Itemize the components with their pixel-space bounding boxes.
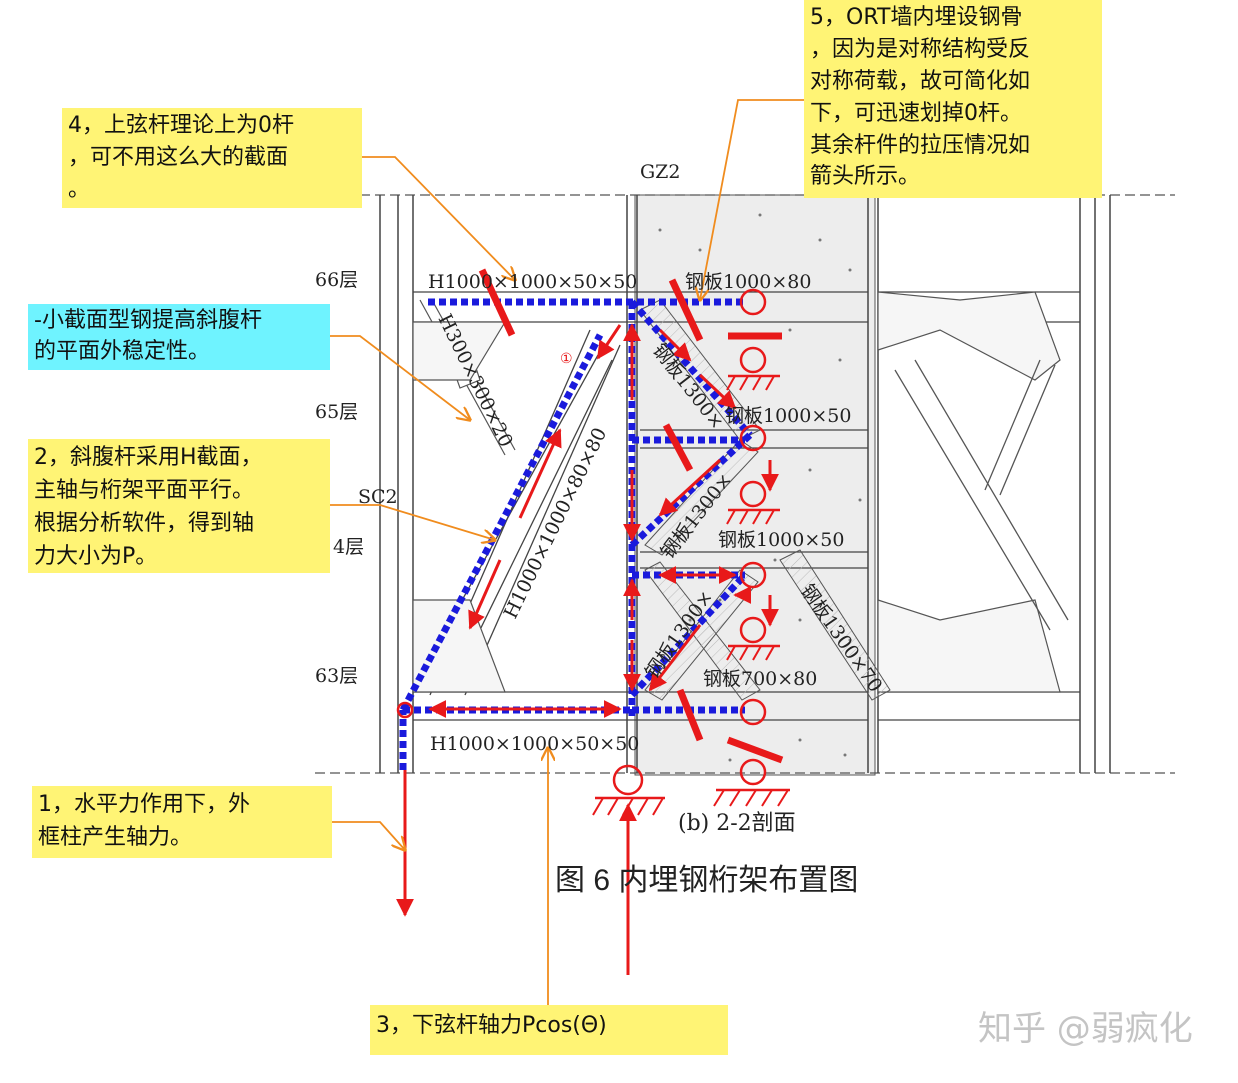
- floor-lines: [315, 194, 1175, 774]
- note-2-diagonal-section: 2，斜腹杆采用H截面， 主轴与桁架平面平行。 根据分析软件，得到轴 力大小为P。: [28, 439, 330, 573]
- section-caption: (b) 2-2剖面: [678, 811, 796, 836]
- plate-label-top: 钢板1000×80: [685, 271, 811, 293]
- zero-member-marks: [478, 268, 784, 764]
- watermark: 知乎 @弱疯化: [978, 1009, 1193, 1049]
- floor-label-66: 66层: [315, 269, 358, 291]
- note-3-bottom-chord: 3，下弦杆轴力Pcos(Θ): [370, 1005, 728, 1055]
- leader-lines: [330, 99, 805, 1005]
- floor-label-63: 63层: [315, 665, 358, 687]
- column-label-sc2: SC2: [358, 486, 398, 508]
- pin-supports: [396, 288, 790, 800]
- main-diagonal-label: H1000×1000×80×80: [500, 424, 612, 622]
- note-4-top-chord: 4，上弦杆理论上为0杆 ，可不用这么大的截面 。: [62, 108, 362, 208]
- note-1-horizontal-force: 1，水平力作用下，外 框柱产生轴力。: [32, 786, 332, 858]
- plate-label-65: 钢板1000×50: [725, 405, 851, 427]
- plate-label-64: 钢板1000×50: [718, 529, 844, 551]
- floor-label-64: 4层: [333, 536, 364, 558]
- bottom-chord-label: H1000×1000×50×50: [430, 733, 639, 755]
- figure-caption: 图 6 内埋钢桁架布置图: [555, 864, 858, 897]
- circle-mark: ①: [560, 351, 573, 367]
- support-hatching: [592, 375, 789, 816]
- right-bay-diagonals: [894, 359, 1069, 631]
- gusset-plates: [412, 291, 1061, 693]
- floor-label-65: 65层: [315, 401, 358, 423]
- note-5-ort-wall: 5，ORT墙内埋设钢骨 ，因为是对称结构受反 对称荷载，故可简化如 下，可迅速划…: [804, 0, 1102, 198]
- plate-label-63: 钢板700×80: [703, 668, 817, 690]
- column-label-gz2: GZ2: [640, 161, 680, 183]
- force-arrows: [396, 323, 779, 975]
- top-chord-label: H1000×1000×50×50: [428, 271, 637, 293]
- note-small-section: -小截面型钢提高斜腹杆 的平面外稳定性。: [28, 304, 330, 370]
